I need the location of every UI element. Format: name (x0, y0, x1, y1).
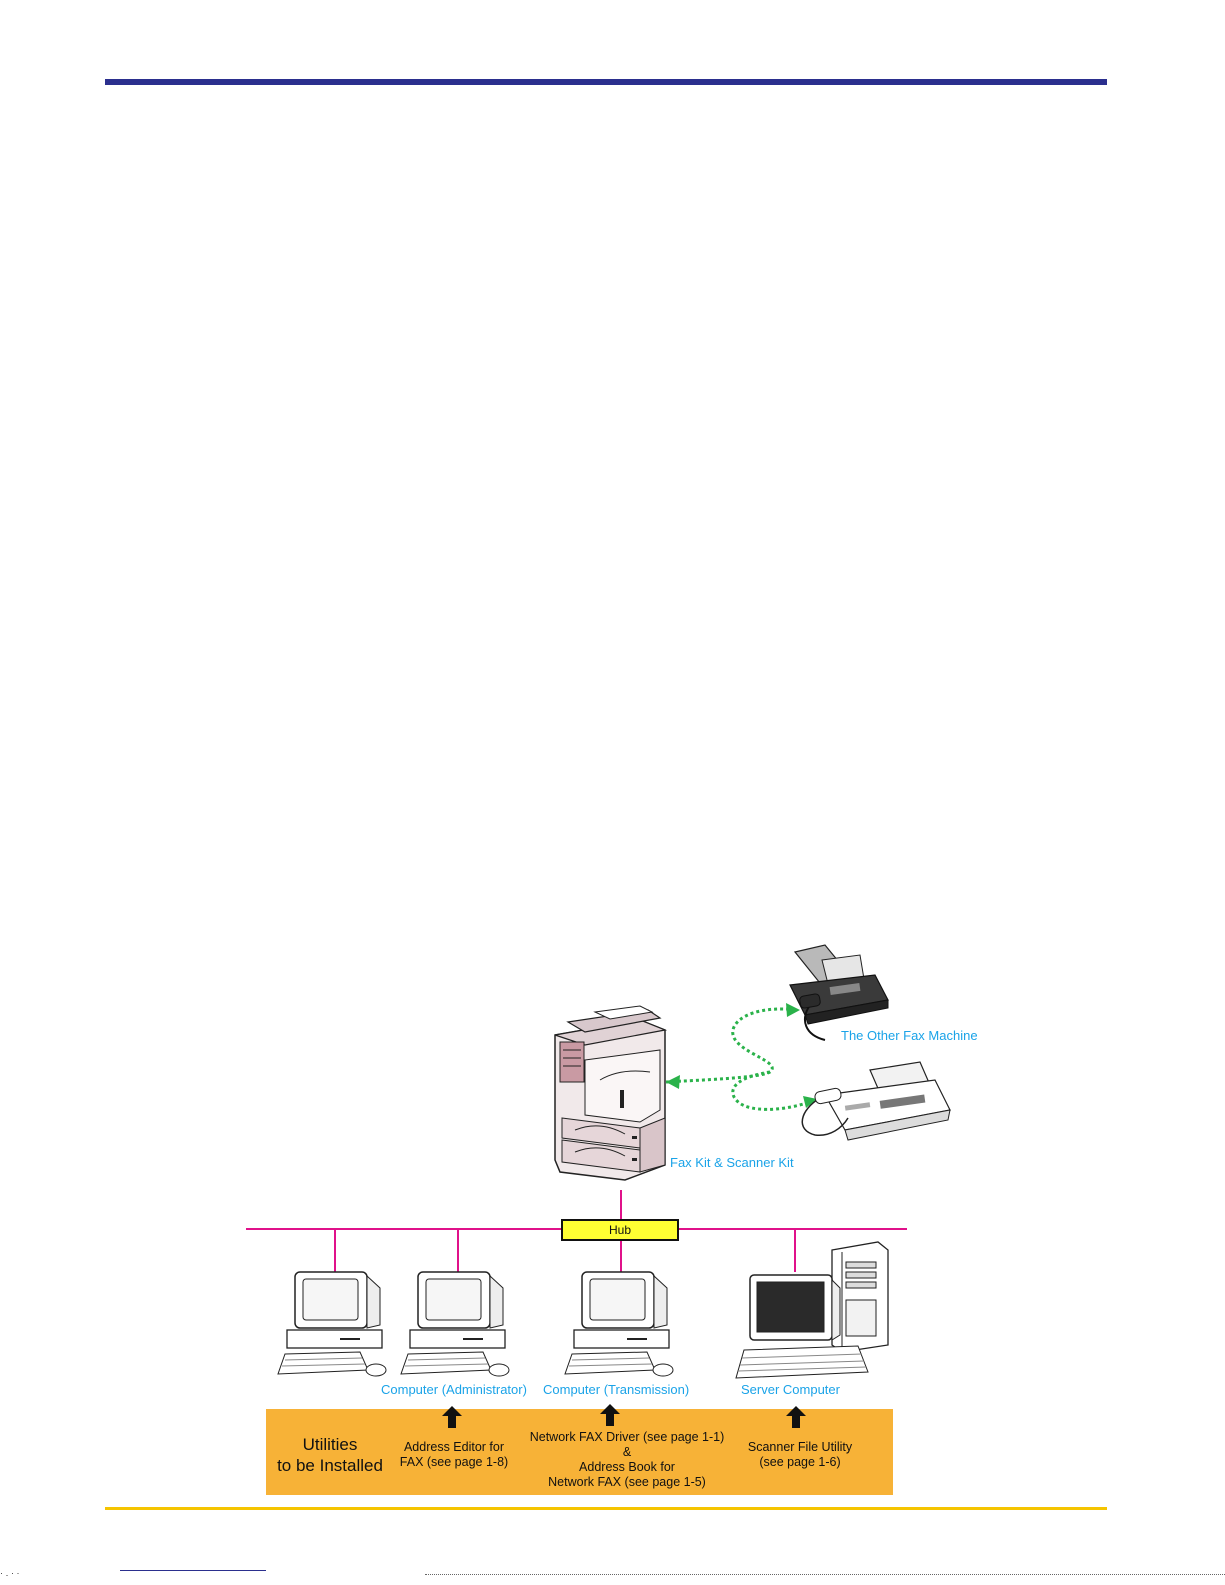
utility-address-editor: Address Editor for FAX (see page 1-8) (393, 1440, 515, 1470)
caption-computer-transmission: Computer (Transmission) (543, 1382, 690, 1397)
utility-scanner-file-line1: Scanner File Utility (747, 1440, 853, 1454)
computer-admin-icon (400, 1271, 510, 1377)
footer-dotted-line (425, 1574, 1225, 1575)
hub-box: Hub (561, 1219, 679, 1241)
utility-network-fax-line1: Network FAX Driver (see page 1-1) (529, 1430, 725, 1444)
arrowhead-fax-upper (786, 1003, 800, 1017)
top-rule (105, 79, 1107, 85)
caption-other-fax: The Other Fax Machine (841, 1028, 978, 1043)
utility-address-editor-line1: Address Editor for (403, 1440, 505, 1454)
utility-address-editor-line2: FAX (see page 1-8) (399, 1455, 509, 1469)
utilities-title-line1: Utilities (302, 1435, 358, 1454)
fax-link-upper (665, 1007, 799, 1084)
caption-server: Server Computer (741, 1382, 840, 1397)
utility-network-fax-line2: & (622, 1445, 632, 1459)
footer-fragment: · ․ · · (0, 1568, 20, 1578)
utility-network-fax: Network FAX Driver (see page 1-1) & Addr… (514, 1430, 740, 1490)
arrowhead-fax-lower (803, 1096, 817, 1108)
server-computer-icon (735, 1241, 889, 1379)
computer-1-icon (277, 1271, 387, 1377)
utility-scanner-file: Scanner File Utility (see page 1-6) (738, 1440, 862, 1470)
arrowhead-mfp (666, 1075, 680, 1089)
utility-network-fax-line3: Address Book for (579, 1460, 675, 1474)
fax-link-lower (731, 1070, 816, 1111)
utilities-title-line2: to be Installed (277, 1456, 383, 1475)
utility-network-fax-line4: Network FAX (see page 1-5) (548, 1475, 706, 1489)
arrow-up-icon (442, 1406, 462, 1428)
fax-machine-dark-icon (789, 944, 889, 1041)
computer-transmission-icon (564, 1271, 674, 1377)
mfp-icon (554, 1005, 668, 1181)
arrow-up-icon (600, 1404, 620, 1426)
utilities-title: Utilities to be Installed (266, 1434, 394, 1476)
fax-machine-light-icon (801, 1061, 951, 1141)
caption-computer-admin: Computer (Administrator) (381, 1382, 527, 1397)
bottom-rule (105, 1507, 1107, 1510)
arrow-up-icon (786, 1406, 806, 1428)
utilities-panel (266, 1409, 893, 1495)
footer-link-underline (120, 1570, 266, 1571)
caption-mfp: Fax Kit & Scanner Kit (670, 1155, 794, 1170)
utility-scanner-file-line2: (see page 1-6) (759, 1455, 841, 1469)
